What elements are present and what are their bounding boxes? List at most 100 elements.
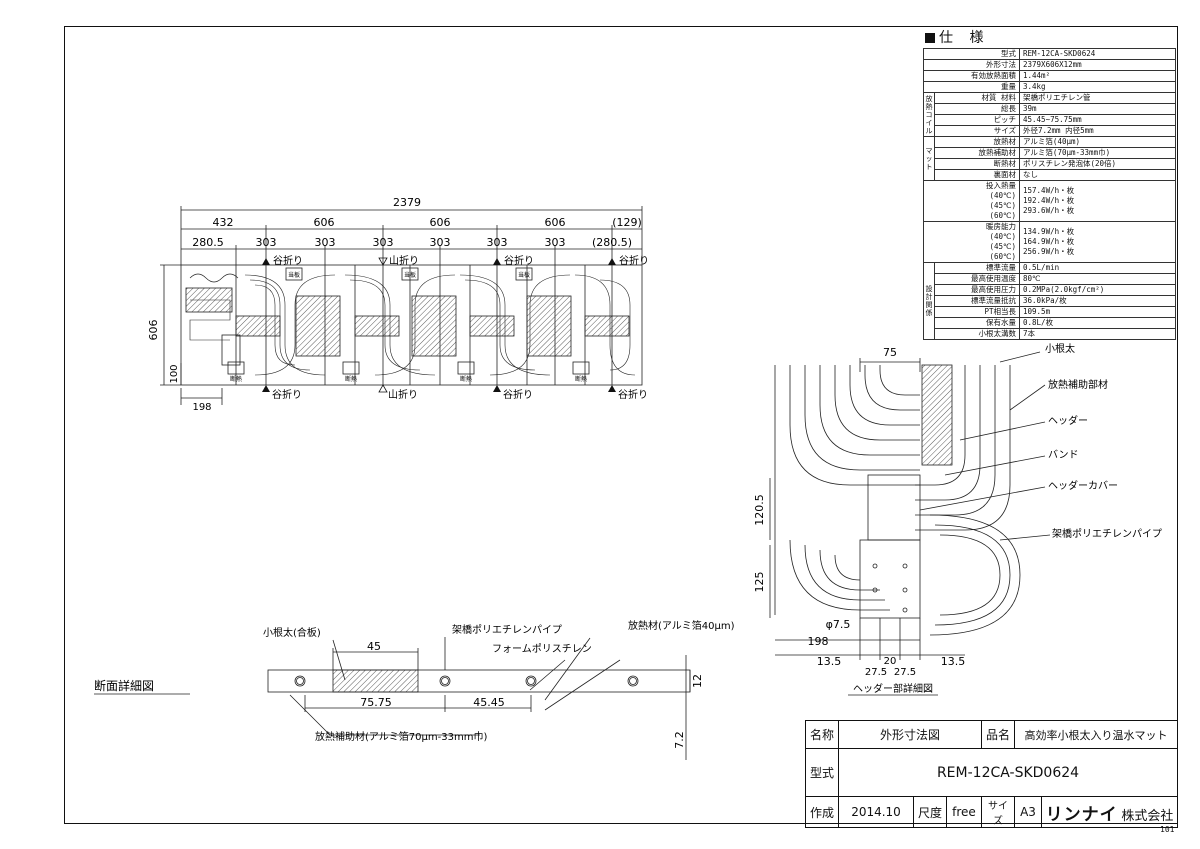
valley-fold-icon [493, 258, 501, 265]
fold-label-valley: 谷折り [618, 388, 648, 401]
dim-100: 100 [169, 364, 180, 383]
dim-sub: 303 [545, 236, 566, 249]
fold-label-mountain: 山折り [389, 254, 419, 267]
label-pipe: 架橋ポリエチレンパイプ [452, 623, 562, 636]
company-suffix: 株式会社 [1121, 808, 1174, 824]
dim-198-header: 198 [808, 635, 829, 648]
dim-top: 432 [213, 216, 234, 229]
dim-sub: 303 [373, 236, 394, 249]
valley-fold-icon [262, 258, 270, 265]
spec-title: 仕 様 [923, 28, 1176, 48]
dim-sub: 303 [487, 236, 508, 249]
label-aux: 放熱補助材(アルミ箔70μm-33mm巾) [315, 730, 487, 743]
dim-sub: 303 [256, 236, 277, 249]
dim-275: 27.5 [894, 667, 916, 678]
mountain-fold-icon [378, 257, 388, 266]
dim-height: 606 [147, 320, 160, 341]
dim-top: (129) [612, 216, 642, 229]
title-size-label: サイズ [981, 796, 1015, 828]
dim-275: 27.5 [865, 667, 887, 678]
dim-135: 13.5 [941, 655, 966, 668]
header-detail-title: ヘッダー部詳細図 [853, 682, 933, 695]
header-boxes [221, 267, 590, 375]
box-label: 断熱 [460, 375, 472, 383]
fold-label-valley: 谷折り [504, 254, 534, 267]
square-bullet-icon [925, 33, 935, 43]
drawing-frame [64, 26, 1178, 824]
spec-heating-label: 暖房能力(40℃)(45℃)(60℃) [923, 221, 1020, 263]
dim-phi: φ7.5 [826, 618, 851, 631]
dim-7575: 75.75 [360, 696, 392, 709]
sheet-number: 101 [1160, 825, 1175, 834]
dim-sub: 303 [315, 236, 336, 249]
title-product-label: 品名 [981, 720, 1015, 749]
label-joist-detail: 小根太 [1045, 342, 1075, 355]
dim-45: 45 [367, 640, 381, 653]
dim-top: 606 [545, 216, 566, 229]
fold-label-valley: 谷折り [273, 254, 303, 267]
label-foil: 放熱材(アルミ箔40μm) [628, 619, 735, 632]
spec-value: 7本 [1019, 328, 1176, 340]
label-header-cover: ヘッダーカバー [1048, 479, 1118, 492]
fold-label-valley: 谷折り [503, 388, 533, 401]
dim-top: 606 [430, 216, 451, 229]
joist-blocks [185, 287, 630, 357]
title-made-label: 作成 [805, 796, 839, 828]
label-header: ヘッダー [1048, 414, 1088, 427]
title-block: 名称 外形寸法図 品名 高効率小根太入り温水マット 型式 REM-12CA-SK… [805, 720, 1178, 828]
dim-135: 13.5 [817, 655, 842, 668]
spec-input-label: 投入熱量(40℃)(45℃)(60℃) [923, 180, 1020, 222]
dim-125: 125 [753, 572, 766, 593]
fold-label-mountain: 山折り [388, 388, 418, 401]
spec-label: 小根太溝数 [934, 328, 1020, 340]
box-label: 断熱 [230, 375, 242, 383]
title-name-label: 名称 [805, 720, 839, 749]
dim-top: 606 [314, 216, 335, 229]
valley-fold-icon [262, 385, 270, 392]
box-label: 断熱 [575, 375, 587, 383]
dim-sub: 303 [430, 236, 451, 249]
fold-markers [262, 257, 616, 393]
company-name: リンナイ 株式会社 [1041, 796, 1178, 828]
box-label: 当板 [288, 271, 300, 279]
dim-75: 75 [883, 346, 897, 359]
fold-label-valley: 谷折り [619, 254, 649, 267]
dim-4545: 45.45 [473, 696, 505, 709]
label-joist: 小根太(合板) [263, 626, 321, 639]
title-scale-value: free [946, 796, 982, 828]
mat-outline [180, 264, 643, 386]
dim-198: 198 [192, 402, 211, 413]
dim-sub: 280.5 [192, 236, 224, 249]
dim-12: 12 [691, 674, 704, 688]
title-made-value: 2014.10 [838, 796, 914, 828]
label-aux-detail: 放熱補助部材 [1048, 378, 1108, 391]
label-band: バンド [1048, 449, 1079, 461]
company-logo: リンナイ [1045, 804, 1118, 825]
title-size-value: A3 [1014, 796, 1042, 828]
box-label: 当板 [518, 271, 530, 279]
box-label: 断熱 [345, 375, 357, 383]
dim-total: 2379 [393, 196, 421, 209]
label-foam: フォームポリスチレン [492, 643, 592, 655]
dim-72: 7.2 [673, 731, 686, 749]
fold-label-valley: 谷折り [272, 388, 302, 401]
label-pipe-detail: 架橋ポリエチレンパイプ [1052, 527, 1162, 540]
title-scale-label: 尺度 [913, 796, 947, 828]
dim-20: 20 [884, 656, 897, 667]
title-name-value: 外形寸法図 [838, 720, 982, 749]
dim-sub: (280.5) [592, 236, 632, 249]
box-label: 当板 [404, 271, 416, 279]
valley-fold-icon [493, 385, 501, 392]
section-title: 断面詳細図 [94, 678, 154, 693]
dim-1205: 120.5 [753, 494, 766, 526]
title-model-value: REM-12CA-SKD0624 [838, 748, 1178, 797]
mountain-fold-icon [378, 384, 388, 393]
valley-fold-icon [608, 258, 616, 265]
title-product-value: 高効率小根太入り温水マット [1014, 720, 1178, 749]
section-view [267, 637, 691, 760]
valley-fold-icon [608, 385, 616, 392]
header-detail-view [769, 351, 1051, 660]
